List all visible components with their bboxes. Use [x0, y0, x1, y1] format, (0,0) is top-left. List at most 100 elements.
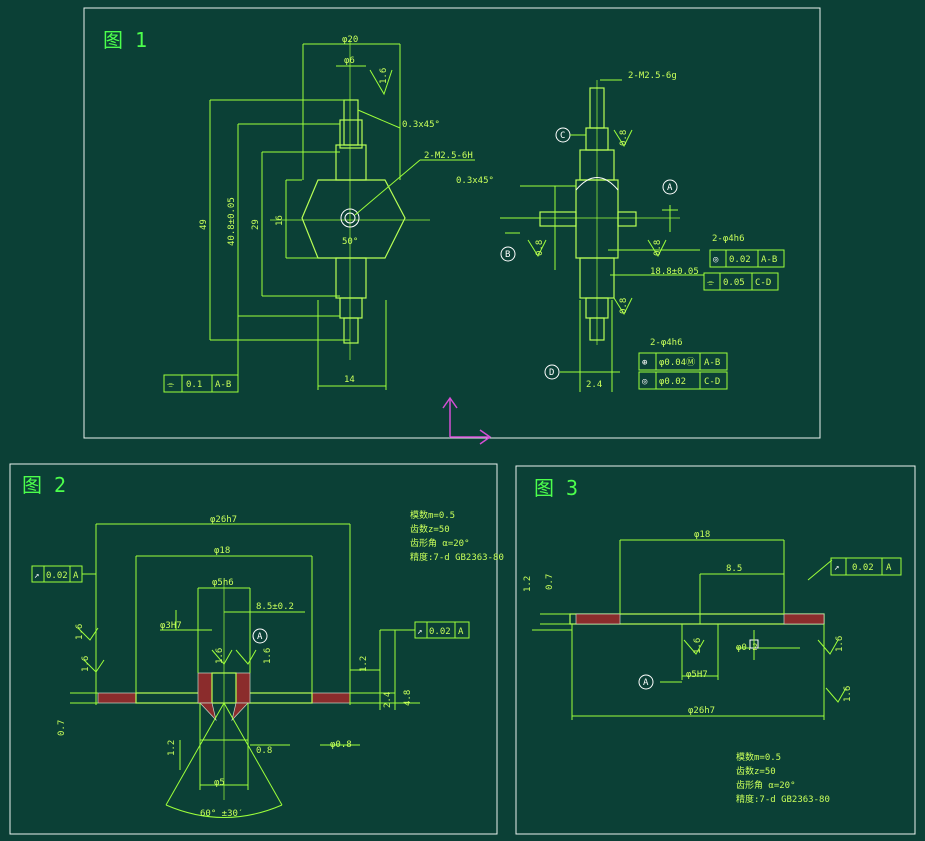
fig3-dim-0-7: 0.7 — [545, 574, 555, 590]
fig2-gear-notes: 模数m=0.5 齿数z=50 齿形角 α=20° 精度:7-d GB2363-8… — [410, 509, 504, 563]
figure-3: 图 3 φ18 — [515, 465, 916, 835]
tol-value: φ0.04Ⓜ — [659, 357, 695, 368]
fig3-dim-1-2: 1.2 — [523, 576, 533, 592]
fig3-ra-1-6-c: 1.6 — [843, 686, 853, 702]
fig2-tolerance-frame-runout-a: ↗ 0.02 A — [31, 565, 83, 583]
fig1-ra-0-8-c: 0.8 — [653, 240, 663, 256]
tol-datum-ref: A-B — [704, 358, 720, 368]
fig2-dim-phi26h7: φ26h7 — [210, 515, 237, 525]
figure-2-frame — [9, 463, 498, 835]
fig2-ra-1-6-d: 1.6 — [263, 648, 273, 664]
fig1-tolerance-frame-position: ⊕ φ0.04Ⓜ A-B — [638, 352, 728, 371]
fig2-dim-1-2-b: 1.2 — [167, 740, 177, 756]
tol-symbol: ⌯ — [707, 278, 715, 288]
ucs-axis-icon — [442, 396, 492, 445]
fig2-dim-phi18: φ18 — [214, 546, 230, 556]
fig2-ra-1-6-a: 1.6 — [75, 624, 85, 640]
tol-value: φ0.02 — [659, 377, 686, 387]
fig1-datum-b: B — [500, 246, 516, 262]
fig1-dim-phi6: φ6 — [344, 56, 355, 66]
fig1-phi4h6-a: 2-φ4h6 — [712, 234, 745, 244]
tol-value: 0.02 — [46, 571, 68, 581]
fig2-dim-4-8: 4.8 — [403, 690, 413, 706]
fig3-tolerance-frame-runout: ↗ 0.02 A — [830, 557, 902, 576]
fig2-dim-0-7: 0.7 — [57, 720, 67, 736]
fig3-dim-8-5: 8.5 — [726, 564, 742, 574]
fig1-dim-2-4: 2.4 — [586, 380, 602, 390]
fig1-left-view — [209, 40, 475, 392]
fig1-ra-1-6: 1.6 — [379, 68, 389, 84]
note-teeth: 齿数z=50 — [410, 523, 450, 535]
fig1-tolerance-frame-concentricity: ◎ 0.02 A-B — [709, 249, 785, 268]
datum-label: A — [643, 678, 649, 688]
fig1-tolerance-frame-symmetry-cd: ⌯ 0.05 C-D — [703, 272, 779, 291]
figure-2-title: 图 2 — [22, 473, 66, 497]
fig2-dim-2-4: 2.4 — [383, 692, 393, 708]
fig1-dim-phi20: φ20 — [342, 35, 358, 45]
tol-symbol: ↗ — [417, 627, 422, 637]
tol-symbol: ⊕ — [642, 358, 647, 368]
fig2-dim-phi5h6: φ5h6 — [212, 578, 234, 588]
fig3-datum-a: A — [638, 674, 654, 690]
tol-datum-ref: A — [886, 563, 892, 573]
fig1-datum-a: A — [662, 179, 678, 195]
fig2-tolerance-frame-runout-b: ↗ 0.02 A — [414, 621, 470, 639]
note-teeth: 齿数z=50 — [736, 765, 776, 777]
tol-datum-ref: A-B — [761, 255, 777, 265]
fig1-ra-0-8-b: 0.8 — [535, 240, 545, 256]
fig3-gear-section — [532, 539, 847, 720]
fig2-gear-section — [70, 523, 420, 818]
datum-label: A — [257, 632, 263, 642]
fig1-phi4h6-b: 2-φ4h6 — [650, 338, 683, 348]
tol-datum-ref: A — [73, 571, 79, 581]
fig3-ra-1-6-b: 1.6 — [835, 636, 845, 652]
figure-1: 图 1 — [83, 7, 821, 445]
fig3-ra-1-6-a: 1.6 — [693, 638, 703, 654]
tol-datum-ref: C-D — [704, 377, 720, 387]
tol-value: 0.02 — [429, 627, 451, 637]
fig1-chamfer-b: 0.3x45° — [456, 176, 494, 186]
fig2-datum-a: A — [252, 628, 268, 644]
fig2-ra-1-6-b: 1.6 — [81, 656, 91, 672]
fig2-dim-phi3h7: φ3H7 — [160, 621, 182, 631]
fig1-thread-m25-6h: 2-M2.5-6H — [424, 151, 473, 161]
datum-label: A — [667, 183, 673, 193]
tol-datum-ref: A-B — [215, 380, 231, 390]
fig1-dim-29: 29 — [251, 219, 261, 230]
note-module: 模数m=0.5 — [410, 509, 455, 521]
tol-value: 0.05 — [723, 278, 745, 288]
fig3-dim-phi0-2: φ0.2 — [736, 643, 758, 653]
fig3-dim-phi5h7: φ5H7 — [686, 670, 708, 680]
fig1-right-view — [500, 79, 704, 392]
fig1-tolerance-frame-symmetry: ⌯ 0.1 A-B — [163, 374, 239, 393]
fig1-thread-m25-6g: 2-M2.5-6g — [628, 71, 677, 81]
note-pressure-angle: 齿形角 α=20° — [736, 779, 796, 791]
fig1-ra-0-8-d: 0.8 — [619, 298, 629, 314]
fig1-datum-d: D — [544, 364, 560, 380]
tol-value: 0.02 — [729, 255, 751, 265]
fig1-dim-14: 14 — [344, 375, 355, 385]
tol-value: 0.02 — [852, 563, 874, 573]
tol-symbol: ◎ — [642, 377, 648, 387]
datum-label: D — [549, 368, 554, 378]
figure-2: 图 2 — [9, 463, 504, 835]
figure-1-frame — [83, 7, 821, 439]
datum-label: C — [560, 131, 565, 141]
fig2-dim-phi5: φ5 — [214, 778, 225, 788]
fig3-dim-phi18: φ18 — [694, 530, 710, 540]
figure-3-frame — [515, 465, 916, 835]
fig2-dim-8-5: 8.5±0.2 — [256, 602, 294, 612]
tol-symbol: ⌯ — [167, 380, 175, 390]
fig2-ra-1-6-c: 1.6 — [215, 648, 225, 664]
fig1-chamfer-a: 0.3x45° — [402, 120, 440, 130]
tol-symbol: ↗ — [34, 571, 39, 581]
fig3-gear-notes: 模数m=0.5 齿数z=50 齿形角 α=20° 精度:7-d GB2363-8… — [736, 751, 830, 805]
fig1-dim-49: 49 — [199, 219, 209, 230]
tol-symbol: ↗ — [834, 563, 839, 573]
figure-1-title: 图 1 — [103, 28, 147, 52]
note-pressure-angle: 齿形角 α=20° — [410, 537, 470, 549]
fig3-dim-phi26h7: φ26h7 — [688, 706, 715, 716]
tol-datum-ref: C-D — [755, 278, 771, 288]
datum-label: B — [505, 250, 510, 260]
